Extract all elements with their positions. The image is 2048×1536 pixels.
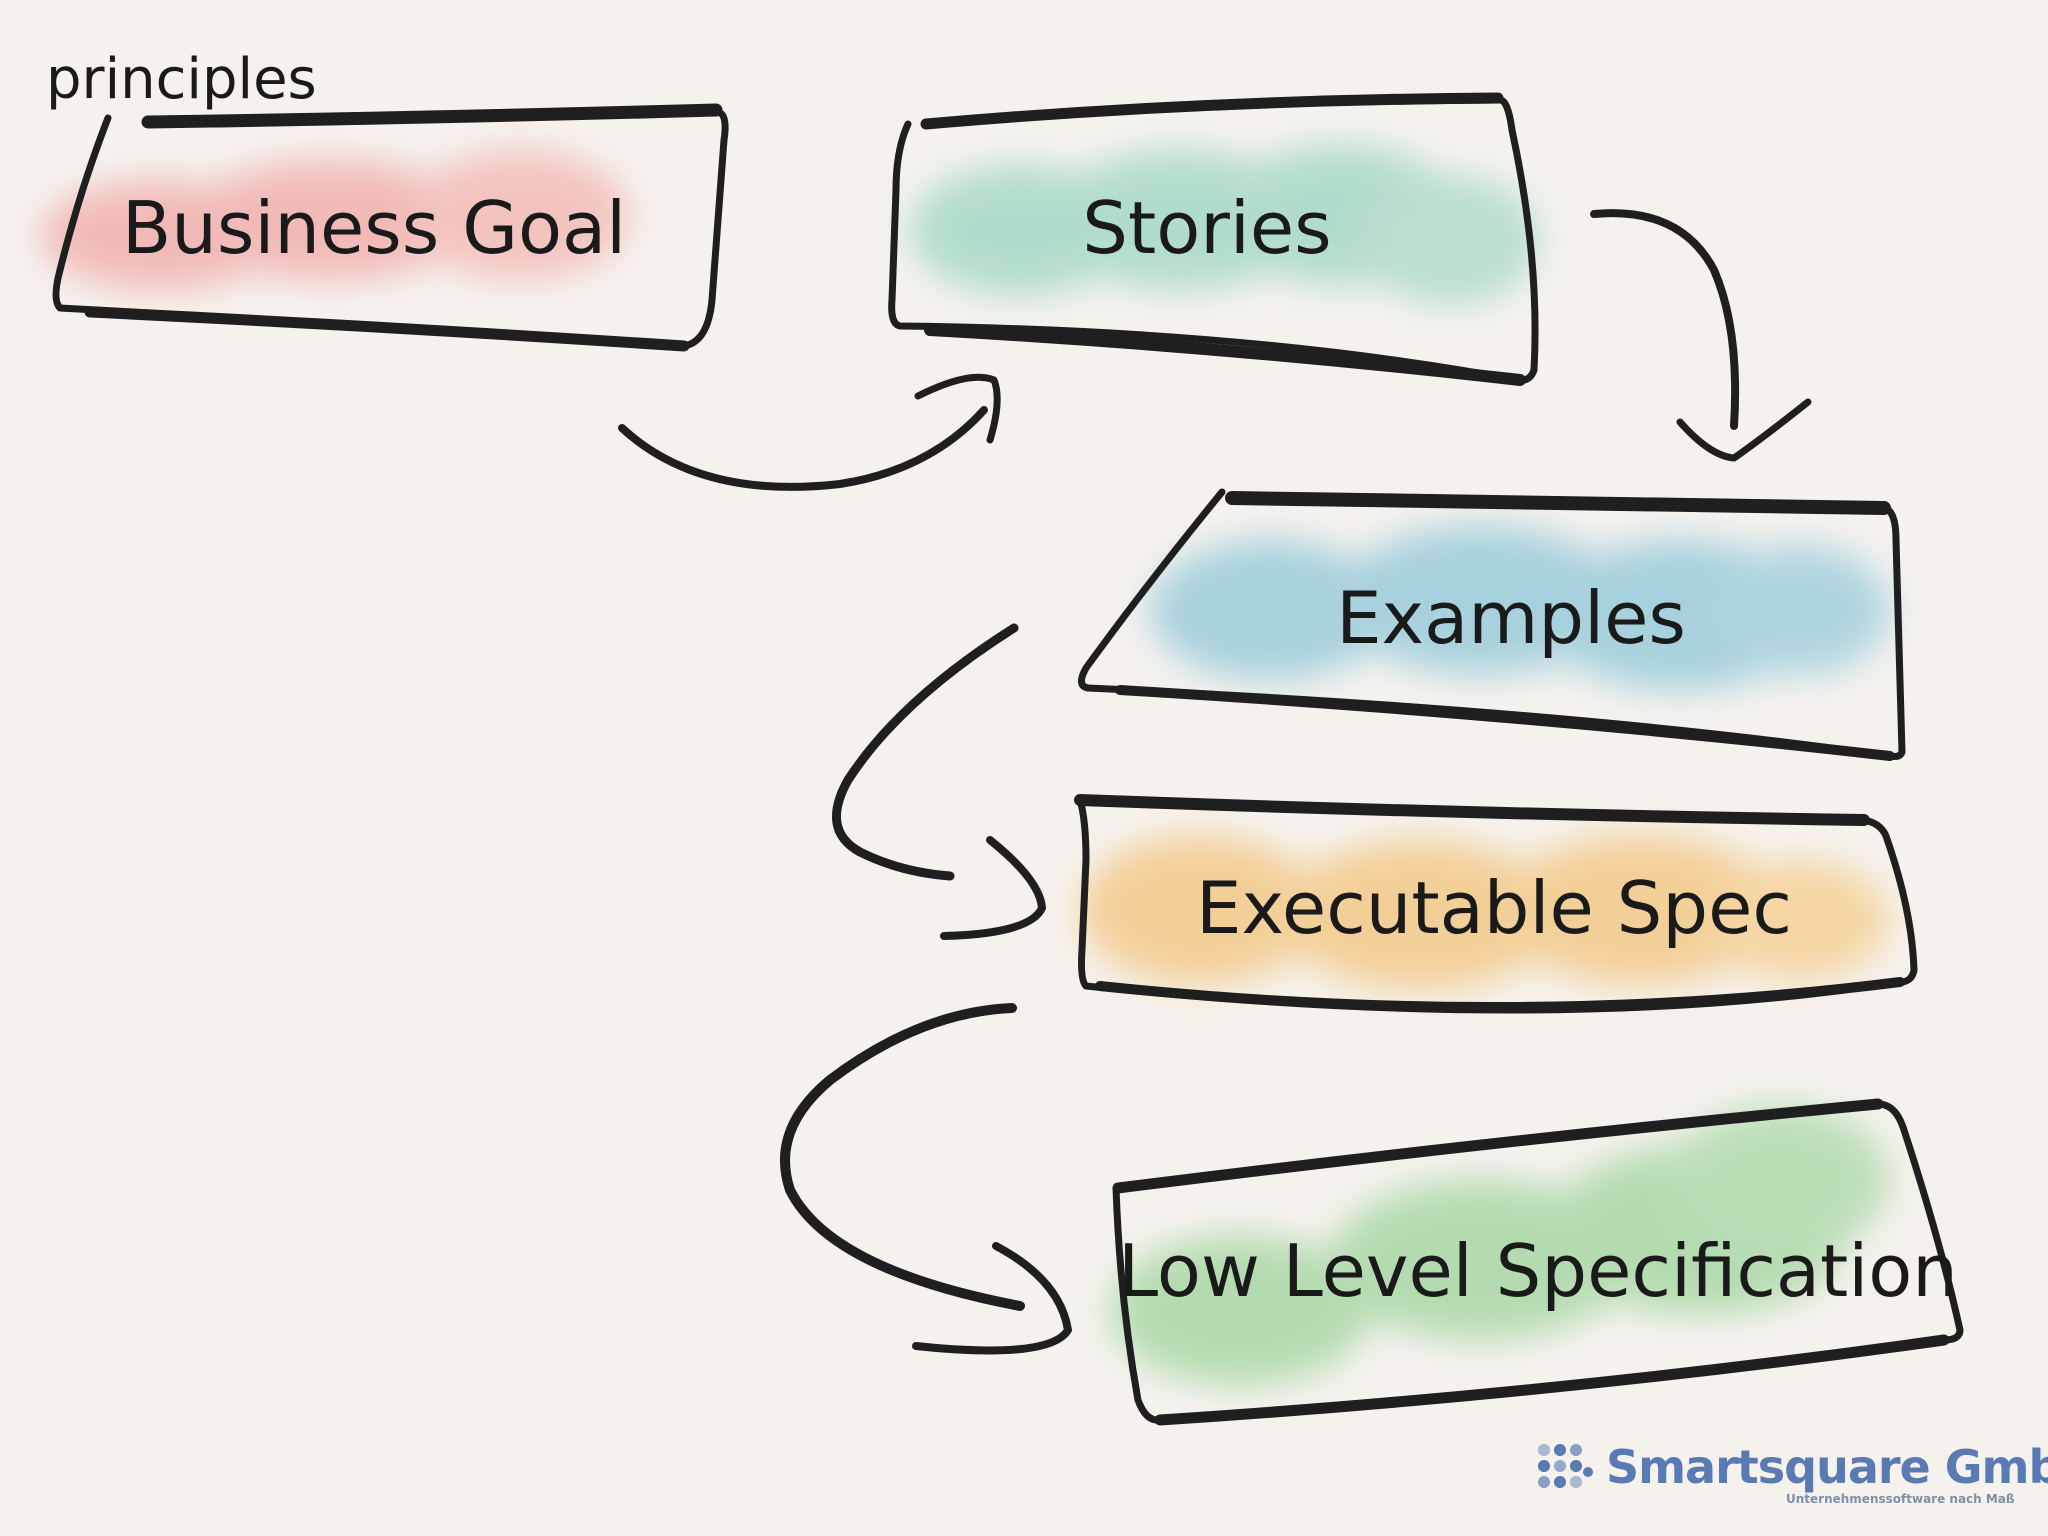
logo-company-name: Smartsquare GmbH [1606,1440,2048,1494]
node-label-low-level-spec: Low Level Specification [1118,1229,1958,1313]
logo-tagline: Unternehmenssoftware nach Maß [1786,1492,2015,1506]
wash-business-goal [40,150,630,290]
node-label-executable-spec: Executable Spec [1196,866,1792,950]
node-label-examples: Examples [1336,576,1686,660]
wash-low-level-spec [1110,1105,1890,1385]
company-logo: Smartsquare GmbH Unternehmenssoftware na… [1536,1440,2048,1510]
node-label-business-goal: Business Goal [121,186,627,270]
logo-dots-icon [1538,1444,1593,1488]
arrow-stories-to-examples [1590,209,1740,430]
wash-executable-spec [1080,835,1890,990]
arrow-business-goal-to-stories [618,406,988,491]
arrow-executable-spec-to-low-level-spec [780,1003,1025,1311]
arrow-examples-to-executable-spec [831,623,1019,881]
principles-label: principles [46,47,317,112]
wash-examples [1150,525,1890,690]
node-label-stories: Stories [1082,186,1332,270]
wash-stories [910,145,1540,305]
